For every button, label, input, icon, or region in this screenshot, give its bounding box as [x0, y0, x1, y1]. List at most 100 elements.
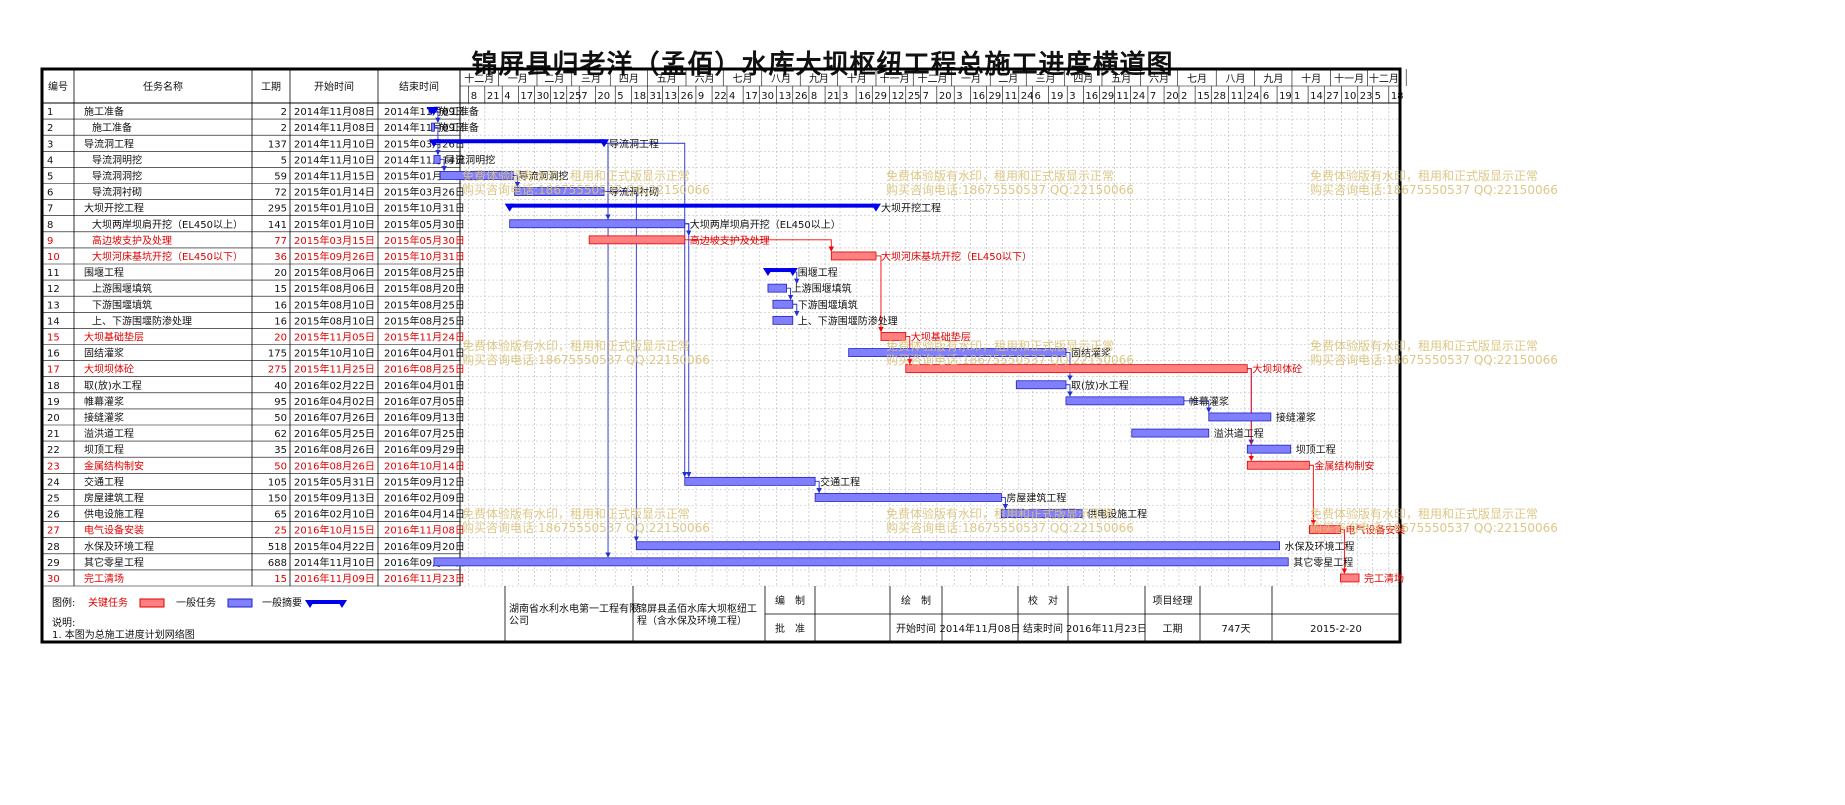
task-bar	[684, 476, 816, 486]
task-duration: 15	[274, 574, 287, 585]
day-tick-label: 16	[858, 91, 871, 102]
day-tick-label: 6	[1034, 91, 1040, 102]
task-bar	[1015, 380, 1067, 390]
task-id: 7	[47, 204, 53, 215]
day-tick-label: 1	[1294, 91, 1300, 102]
day-tick-label: 29	[1101, 91, 1114, 102]
month-label: 十月	[847, 72, 867, 85]
task-duration: 5	[281, 155, 287, 166]
task-id: 15	[47, 332, 60, 343]
day-tick-label: 23	[1360, 91, 1373, 102]
task-start: 2015年01月10日	[294, 202, 375, 215]
task-bar	[1065, 396, 1185, 406]
day-tick-label: 5	[1375, 91, 1381, 102]
task-end: 2016年04月01日	[384, 347, 465, 360]
day-tick-label: 2	[1181, 91, 1187, 102]
task-name: 金属结构制安	[84, 459, 144, 472]
day-tick-label: 28	[1213, 91, 1226, 102]
watermark-line1: 免费体验版有水印，租用和正式版显示正常	[462, 338, 690, 353]
task-start: 2016年02月22日	[294, 379, 375, 392]
task-bar-label: 供电设施工程	[1087, 508, 1147, 521]
task-name: 大坝两岸坝肩开挖（EL450以上）	[92, 218, 243, 231]
watermark-line2: 购买咨询电话:18675550537 QQ:22150066	[886, 520, 1134, 535]
day-tick-label: 25	[908, 91, 921, 102]
task-duration: 105	[268, 477, 287, 488]
task-name: 上、下游围堰防渗处理	[92, 314, 192, 327]
task-duration: 16	[274, 300, 287, 311]
legend-title: 图例:	[52, 596, 75, 609]
watermark-line1: 免费体验版有水印，租用和正式版显示正常	[886, 168, 1114, 183]
day-tick-label: 11	[1005, 91, 1018, 102]
task-duration: 275	[268, 365, 287, 376]
task-bar	[1246, 444, 1292, 454]
task-id: 18	[47, 381, 60, 392]
watermark-line1: 免费体验版有水印，租用和正式版显示正常	[1310, 506, 1538, 521]
day-tick-label: 26	[681, 91, 694, 102]
task-bar-label: 施工准备	[439, 105, 479, 118]
task-name: 施工准备	[92, 121, 132, 134]
task-bar-label: 电气设备安装	[1345, 524, 1405, 537]
task-end: 2015年05月30日	[384, 234, 465, 247]
watermark-line1: 免费体验版有水印，租用和正式版显示正常	[886, 338, 1114, 353]
dependency-link	[1183, 400, 1212, 413]
legend-summary-cap	[305, 600, 315, 608]
task-name: 完工清场	[84, 572, 124, 585]
task-duration: 59	[274, 171, 287, 182]
task-name: 导流洞明挖	[92, 153, 142, 166]
task-id: 6	[47, 188, 53, 199]
summary-cap	[428, 139, 439, 148]
task-name: 其它零星工程	[84, 556, 144, 569]
dependency-link	[1340, 529, 1348, 574]
task-duration: 62	[274, 429, 287, 440]
task-name: 导流洞衬砌	[92, 186, 142, 199]
task-id: 29	[47, 558, 60, 569]
task-end: 2016年02月09日	[384, 491, 465, 504]
task-duration: 95	[274, 397, 287, 408]
task-end: 2016年07月25日	[384, 427, 465, 440]
watermark-line2: 购买咨询电话:18675550537 QQ:22150066	[462, 352, 710, 367]
task-name: 坝顶工程	[84, 444, 124, 456]
task-duration: 141	[268, 220, 287, 231]
month-label: 十二月	[1369, 72, 1399, 85]
day-tick-label: 7	[1150, 91, 1156, 102]
day-tick-label: 20	[1166, 91, 1179, 102]
footer-company: 湖南省水利水电第一工程有限	[509, 602, 639, 615]
task-end: 2014年11月09日	[384, 105, 465, 118]
footer-project: 锦屏县孟佰水库大坝枢纽工	[637, 602, 757, 615]
dependency-link	[433, 126, 441, 156]
task-duration: 688	[268, 558, 287, 569]
summary-cap	[787, 268, 798, 277]
day-tick-label: 15	[1197, 91, 1210, 102]
footer-start-label: 开始时间	[896, 622, 936, 635]
day-tick-label: 21	[827, 91, 840, 102]
task-bar-label: 金属结构制安	[1314, 459, 1374, 472]
task-name: 围堰工程	[84, 267, 124, 279]
task-name: 取(放)水工程	[84, 379, 142, 392]
task-start: 2014年11月10日	[294, 137, 375, 150]
task-end: 2015年09月12日	[384, 475, 465, 488]
task-start: 2014年11月08日	[294, 105, 375, 118]
day-tick-label: 24	[1021, 91, 1034, 102]
dependency-link	[684, 223, 692, 478]
task-id: 26	[47, 510, 60, 521]
footer-end-value: 2016年11月23日	[1066, 622, 1147, 635]
column-header-2: 任务名称	[143, 80, 183, 93]
task-duration: 15	[274, 284, 287, 295]
task-end: 2015年11月24日	[384, 330, 465, 343]
dependency-link	[1001, 497, 1009, 510]
task-bar	[905, 364, 1248, 374]
footer-compile-label: 编 制	[775, 594, 805, 607]
day-tick-label: 25	[569, 91, 582, 102]
task-end: 2014年11月14日	[384, 153, 465, 166]
task-start: 2014年11月08日	[294, 121, 375, 134]
day-tick-label: 26	[795, 91, 808, 102]
task-name: 大坝开挖工程	[84, 202, 144, 215]
task-bar	[1208, 412, 1272, 422]
task-start: 2015年08月10日	[294, 298, 375, 311]
month-label: 二月	[998, 73, 1018, 85]
watermark-line2: 购买咨询电话:18675550537 QQ:22150066	[462, 182, 710, 197]
month-label: 三月	[1035, 73, 1055, 85]
task-start: 2016年08月26日	[294, 443, 375, 456]
footer-start-value: 2014年11月08日	[940, 622, 1021, 635]
task-end: 2015年08月25日	[384, 314, 465, 327]
